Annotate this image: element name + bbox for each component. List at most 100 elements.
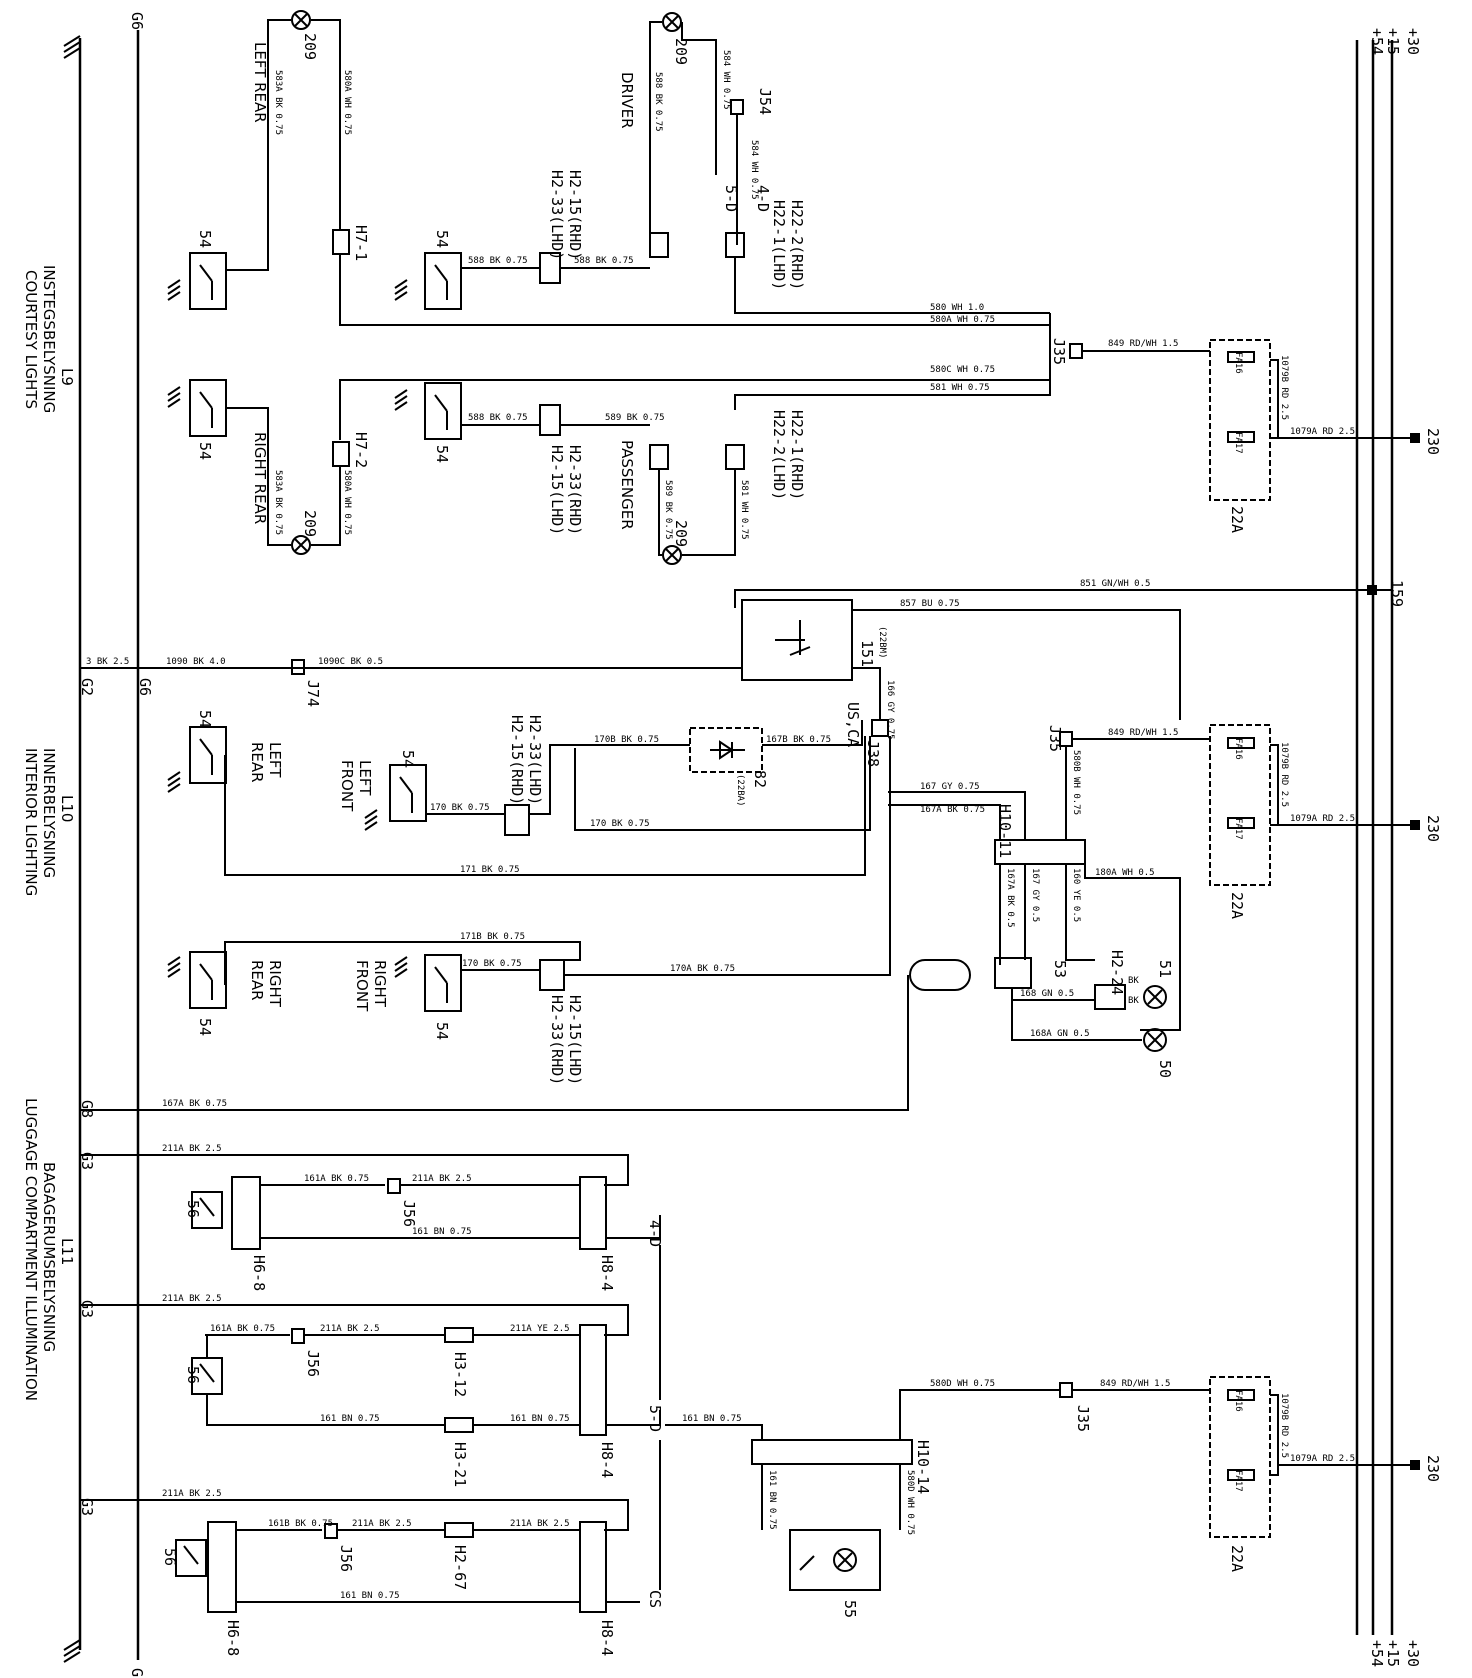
- wire-segment: [799, 1555, 815, 1571]
- diagram-label: 170 BK 0.75: [590, 819, 650, 829]
- wire-segment: [339, 379, 1050, 440]
- diagram-label: 54: [196, 1018, 214, 1036]
- wire-segment: [649, 21, 662, 240]
- connector-h2-33-lhd-interior: [504, 804, 530, 836]
- fusebox-22a-top: [1209, 339, 1271, 501]
- diagram-label: 161 BN 0.75: [682, 1414, 742, 1424]
- diagram-label: J35: [1050, 338, 1068, 365]
- switch-56-bottom: [175, 1539, 207, 1577]
- wire-segment: [529, 744, 590, 815]
- section-l10-sv: INNERBELYSNING: [40, 748, 58, 878]
- diagram-label: 849 RD/WH 1.5: [1108, 728, 1178, 738]
- diagram-label: 849 RD/WH 1.5: [1108, 339, 1178, 349]
- cs-label: CS: [646, 1590, 664, 1608]
- diagram-label: FA16: [1233, 738, 1243, 760]
- diagram-label: 167B BK 0.75: [766, 735, 831, 745]
- wire-segment: [682, 469, 736, 556]
- wire-segment: [899, 1389, 1060, 1440]
- connector-h2-67: [444, 1522, 474, 1538]
- diagram-label: 583A BK 0.75: [273, 470, 283, 535]
- label-rear-interior-2: REAR: [248, 960, 266, 1001]
- rail-54-top: +54: [1368, 28, 1386, 55]
- door-switch-symbol: [909, 959, 971, 991]
- connector-j56-top: [387, 1178, 401, 1194]
- fuse-fa17-mid: [1227, 817, 1255, 829]
- connector-h3-12: [444, 1327, 474, 1343]
- diagram-label: 1079A RD 2.5: [1290, 1454, 1355, 1464]
- wire-segment: [658, 469, 662, 556]
- diagram-label: H22-1(RHD): [788, 410, 806, 500]
- wire-segment: [606, 1410, 661, 1590]
- wire-segment: [311, 19, 341, 230]
- diagram-label: 211A BK 2.5: [162, 1294, 222, 1304]
- rail-15-top: +15: [1384, 28, 1402, 55]
- diagram-label: 580A WH 0.75: [930, 315, 995, 325]
- diagram-label: 53: [1051, 960, 1069, 978]
- fuse-fa17-top: [1227, 431, 1255, 443]
- diagram-label: J35: [1046, 725, 1064, 752]
- diagram-label: 50: [1156, 1060, 1174, 1078]
- connector-h6-8-bottom: [207, 1521, 237, 1613]
- diagram-label: H10-11: [996, 804, 1014, 858]
- lamp-209-right-rear: [291, 535, 311, 555]
- diagram-label: 167A BK 0.75: [920, 805, 985, 815]
- diagram-label: 4-D: [754, 185, 772, 212]
- lamp-50: [1143, 1028, 1167, 1052]
- diagram-label: 209: [301, 510, 319, 537]
- diagram-label: 54: [433, 445, 451, 463]
- diagram-label: J56: [400, 1200, 418, 1227]
- connector-h22-passenger: [649, 444, 669, 470]
- diagram-label: 22A: [1228, 506, 1246, 533]
- diagram-label: H22-2(RHD): [788, 200, 806, 290]
- splice-230-mid: [1410, 820, 1420, 830]
- connector-j38: [871, 719, 889, 737]
- diagram-label: J56: [337, 1545, 355, 1572]
- splice-159: [1367, 585, 1377, 595]
- label-front-a: FRONT: [338, 760, 356, 812]
- wire-segment: [734, 589, 1392, 608]
- section-l9-en: COURTESY LIGHTS: [22, 270, 40, 409]
- wire-segment: [837, 1552, 853, 1568]
- diagram-label: 151: [858, 640, 876, 667]
- wire-segment: [183, 1545, 199, 1565]
- switch-54-left-front: [389, 764, 427, 822]
- wire-segment: [199, 963, 213, 1000]
- connector-h8-4-top: [579, 1176, 607, 1250]
- section-l10-code: L10: [58, 795, 76, 822]
- diagram-label: H2-15(RHD): [508, 715, 526, 805]
- diagram-label: 588 BK 0.75: [468, 413, 528, 423]
- wire-segment: [199, 1197, 215, 1217]
- switch-54-right-rear: [189, 379, 227, 437]
- lamp-51: [1143, 985, 1167, 1009]
- wire-segment: [399, 776, 413, 813]
- wire-segment: [888, 791, 1026, 840]
- diagram-label: J35: [1074, 1405, 1092, 1432]
- l9-courtesy-lights: 209 LEFT REAR 583A BK 0.75 580A WH 0.75 …: [167, 10, 1442, 565]
- wire-segment: [1270, 359, 1279, 439]
- diagram-label: 170 BK 0.75: [462, 959, 522, 969]
- switch-54-driver: [424, 252, 462, 310]
- diagram-label: 167A BK 0.75: [162, 1099, 227, 1109]
- diagram-label: FA17: [1233, 432, 1243, 454]
- diagram-label: 161 BN 0.75: [767, 1470, 777, 1530]
- diagram-label: FA17: [1233, 818, 1243, 840]
- diagram-label: 54: [196, 710, 214, 728]
- diagram-label: 5-D: [722, 185, 740, 212]
- diagram-label: 580D WH 0.75: [930, 1379, 995, 1389]
- section-l10-en: INTERIOR LIGHTING: [22, 748, 40, 896]
- wire-segment: [224, 941, 581, 985]
- wire-segment: [1084, 852, 1181, 1031]
- diagram-label: 584 WH 0.75: [749, 140, 759, 200]
- wire-segment: [394, 956, 408, 978]
- diagram-label: 580A WH 0.75: [342, 70, 352, 135]
- diagram-label: 230: [1424, 428, 1442, 455]
- label-left-front-a: LEFT: [356, 760, 374, 796]
- lamp-55: [833, 1548, 857, 1572]
- diagram-label: 580A WH 0.75: [342, 470, 352, 535]
- diagram-label: 56: [184, 1200, 202, 1218]
- wire-segment: [710, 740, 745, 760]
- wire-segment: [606, 1215, 661, 1400]
- diagram-label: 580C WH 0.75: [930, 365, 995, 375]
- diagram-label: 171B BK 0.75: [460, 932, 525, 942]
